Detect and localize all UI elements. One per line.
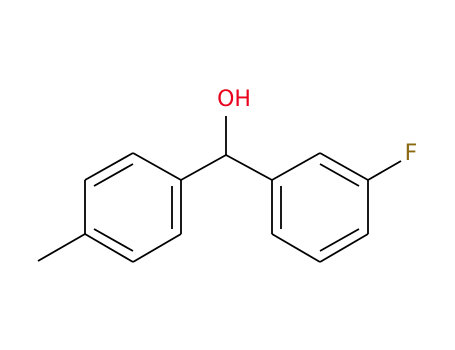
right-ring-inner-bond-1 (319, 163, 360, 187)
right-ring-inner-bond-2 (319, 228, 360, 252)
left-ring-bond-4 (84, 233, 134, 263)
methyl-bond (37, 233, 86, 262)
right-ring-bond-1 (271, 152, 321, 181)
right-ring-bond-4 (319, 233, 369, 263)
bond-c-left-ring (180, 154, 227, 181)
left-ring-bond-1 (132, 152, 182, 181)
left-ring (84, 152, 182, 263)
hydroxyl-label: OH (217, 87, 251, 112)
bond-c-right-ring (225, 154, 273, 181)
left-ring-inner-bond-2 (93, 228, 134, 252)
right-ring-bond-5 (271, 233, 321, 263)
right-ring (271, 152, 369, 263)
right-ring-bond-2 (319, 152, 369, 181)
fluorine-label: F (405, 141, 418, 166)
fluorine-bond (367, 160, 402, 181)
left-ring-bond-5 (132, 233, 182, 263)
left-ring-inner-bond-1 (93, 163, 134, 187)
left-ring-bond-2 (84, 152, 134, 181)
